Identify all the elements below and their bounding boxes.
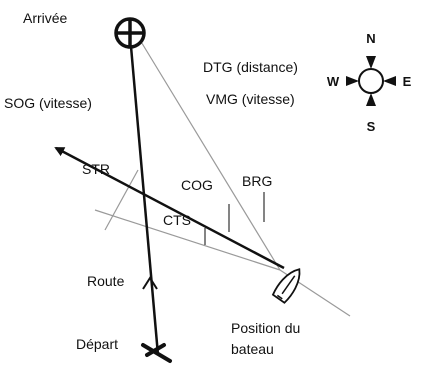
cross-mark-icon: [141, 343, 172, 363]
str-guide-line: [104, 169, 139, 231]
route-direction-icon: [142, 276, 158, 290]
compass-south-pointer: [366, 93, 376, 106]
boat-position-label-line1: Position du: [231, 320, 300, 336]
compass-north-label: N: [366, 31, 375, 46]
vmg-label: VMG (vitesse): [206, 91, 295, 107]
perpendicular-line: [94, 209, 281, 271]
boat-icon: [271, 268, 301, 304]
sog-arrow: [54, 146, 285, 270]
dtg-label: DTG (distance): [203, 59, 298, 75]
dtg-line: [139, 39, 281, 271]
compass-east-pointer: [383, 76, 396, 86]
compass-east-label: E: [403, 74, 412, 89]
cts-label: CTS: [163, 212, 191, 228]
crosshair-circle-icon: [114, 17, 146, 49]
route-label: Route: [87, 273, 125, 289]
compass-south-label: S: [367, 119, 376, 134]
sog-label: SOG (vitesse): [4, 95, 92, 111]
departure-label: Départ: [76, 336, 118, 352]
str-label: STR: [82, 161, 110, 177]
arrival-label: Arrivée: [23, 10, 68, 26]
boat-position-label-line2: bateau: [231, 341, 274, 357]
compass-rose: N S W E: [327, 31, 412, 134]
cog-label: COG: [181, 177, 213, 193]
compass-west-pointer: [346, 76, 359, 86]
vector-ticks: [204, 192, 265, 245]
compass-west-label: W: [327, 74, 340, 89]
compass-north-pointer: [366, 56, 376, 69]
brg-label: BRG: [242, 173, 272, 189]
compass-circle: [358, 68, 384, 94]
